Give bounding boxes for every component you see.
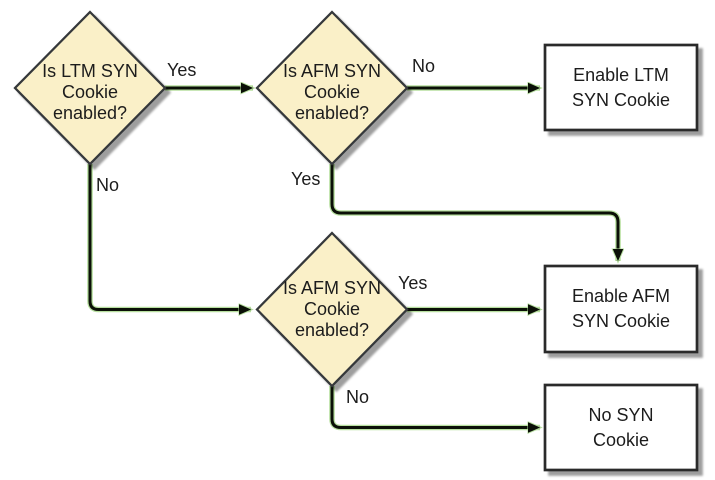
edge-afm-bottom-no-halo: [329, 386, 540, 431]
decision-ltm-syn-shape: [13, 10, 167, 166]
result-enable-ltm-shape: [543, 43, 699, 132]
result-no-syn-shape: [543, 383, 699, 472]
result-enable-afm-shape: [543, 264, 699, 354]
edge-afm-top-yes-line: [330, 164, 618, 261]
edge-ltm-no: [87, 164, 251, 313]
decision-afm-syn-top-shape: [255, 10, 409, 166]
decision-afm-syn-bottom-shape: [255, 231, 409, 388]
edge-afm-bottom-no: [329, 386, 540, 431]
edge-ltm-no-line: [88, 164, 251, 310]
edge-afm-bottom-no-line: [330, 386, 540, 428]
edge-ltm-no-halo: [87, 164, 251, 313]
edge-afm-top-yes: [329, 164, 618, 261]
